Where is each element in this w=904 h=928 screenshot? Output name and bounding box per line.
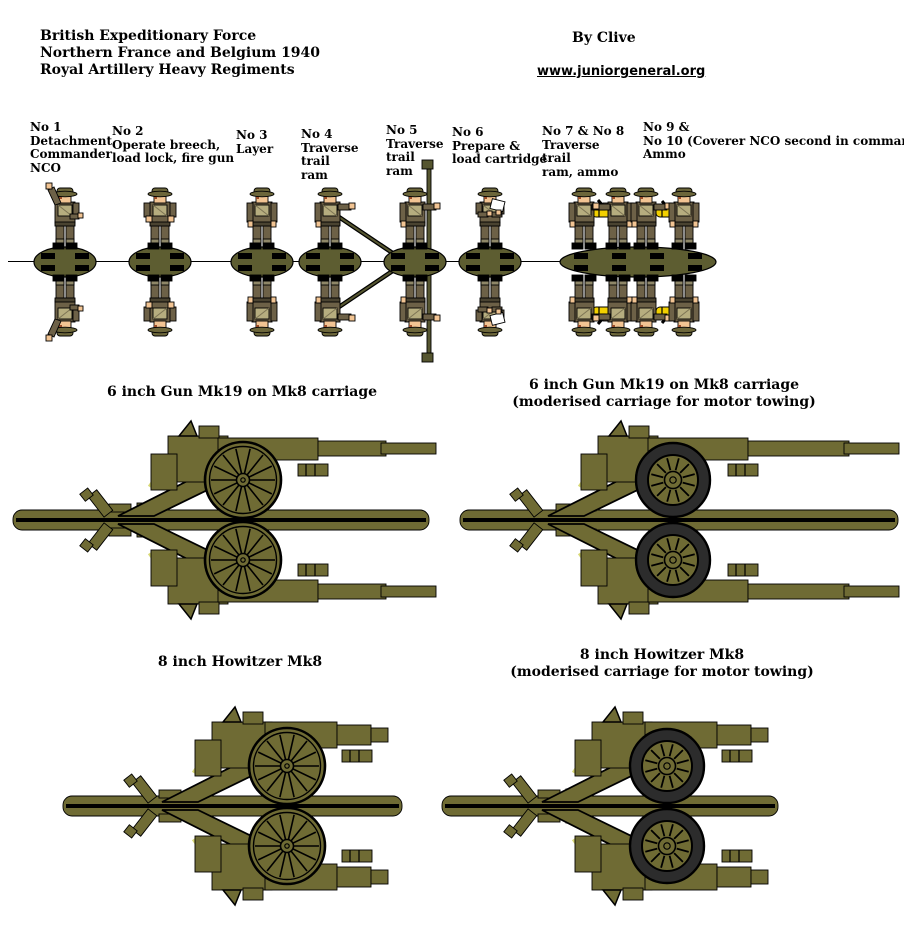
trail-bar	[441, 795, 779, 817]
rubber-tire-wheel	[628, 727, 706, 805]
trail-bar	[62, 795, 403, 817]
crew-label-line: No 4	[301, 127, 333, 141]
byline: By Clive	[572, 30, 636, 46]
soldier-figures	[475, 187, 506, 250]
crew-label-line: No 5	[386, 123, 418, 137]
crew-label-line: NCO	[30, 160, 61, 175]
gun-title-8inch-howitzer: 8 inch Howitzer Mk8	[158, 654, 322, 671]
trail-spade	[123, 773, 158, 804]
spoked-wheel	[247, 726, 327, 806]
crew-label-line: trail	[386, 150, 415, 164]
crew-label-line: No 6	[452, 125, 484, 139]
soldier-figures	[314, 187, 402, 260]
crew-label-line: No 1	[30, 120, 62, 134]
gun-6inch-mk19-mk8-carriage-motor-towing	[459, 419, 901, 621]
crew-label-line: No 10 (Coverer NCO second in command)	[643, 133, 904, 148]
crew-label-line: Traverse	[301, 140, 359, 155]
howitzer-8inch-mk8-motor-towing	[441, 705, 779, 907]
figure-base	[128, 246, 192, 278]
crew-label-line: Prepare &	[452, 138, 521, 153]
gun-title-line: 8 inch Howitzer Mk8	[157, 654, 323, 670]
gun-title-line: (moderised carriage for motor towing)	[512, 394, 816, 410]
crew-label-line: load lock, fire gun	[112, 151, 235, 165]
soldier-figures	[246, 187, 278, 250]
crew-label-line: Traverse	[386, 136, 444, 151]
gun-title-line: 6 inch Gun Mk19 on Mk8 carriage	[528, 377, 800, 393]
gun-title-line: 8 inch Howitzer Mk8	[579, 647, 745, 663]
soldier-no2-breech-operator	[128, 187, 192, 337]
crew-label-line: ram, ammo	[542, 164, 619, 179]
crew-label-line: Operate breech,	[112, 137, 221, 152]
crew-label-line: Traverse	[542, 137, 600, 152]
gun-title-6inch-mk19: 6 inch Gun Mk19 on Mk8 carriage	[107, 384, 377, 401]
trail-spade	[503, 773, 538, 804]
crew-label-line: Layer	[236, 141, 274, 156]
figure-base	[298, 246, 362, 278]
figure-base	[33, 246, 97, 278]
soldier-no3-layer	[230, 187, 294, 337]
trail-spade	[79, 487, 114, 518]
soldier-no4-trail-ram	[298, 187, 416, 367]
soldier-no6-cartridge-loader	[458, 187, 522, 337]
spoked-wheel	[203, 440, 283, 520]
gun-title-line: 6 inch Gun Mk19 on Mk8 carriage	[106, 384, 378, 400]
trail-spade	[509, 487, 544, 518]
figure-base	[559, 246, 717, 278]
crew-label-line: trail	[301, 154, 330, 168]
rubber-tire-wheel	[634, 441, 712, 519]
soldier-figures	[568, 187, 700, 250]
soldier-figures	[45, 182, 84, 250]
website-url: www.juniorgeneral.org	[537, 64, 706, 79]
soldier-no5-trail-ram	[383, 159, 447, 363]
crew-label-line: ram	[301, 167, 328, 182]
page-title-line: Royal Artillery Heavy Regiments	[40, 62, 295, 78]
trail-bar	[12, 509, 430, 531]
crew-label-line: load cartridge	[452, 152, 548, 166]
gun-6inch-mk19-mk8-carriage	[12, 419, 438, 621]
crew-label-line: ram	[386, 163, 413, 178]
figure-base	[458, 246, 522, 278]
soldier-figures	[399, 187, 441, 250]
crew-label-no-9-and-10: No 9 &No 10 (Coverer NCO second in comma…	[643, 120, 904, 162]
soldier-figures	[143, 187, 177, 250]
gun-title-8inch-howitzer-motorised: 8 inch Howitzer Mk8 (moderised carriage …	[510, 647, 814, 681]
page-title-line: British Expeditionary Force	[40, 28, 257, 44]
crew-label-line: No 3	[236, 128, 268, 142]
figure-base	[383, 246, 447, 278]
page-title-line: Northern France and Belgium 1940	[40, 45, 321, 61]
soldier-group-no7-to-no10-ammo	[559, 187, 717, 338]
crew-label-line: Commander	[30, 147, 112, 161]
gun-title-6inch-mk19-motorised: 6 inch Gun Mk19 on Mk8 carriage (moderis…	[512, 377, 816, 411]
howitzer-8inch-mk8	[62, 705, 403, 907]
soldier-no1-detachment-commander-nco	[33, 182, 97, 342]
figure-base	[230, 246, 294, 278]
crew-label-line: No 7 & No 8	[542, 124, 625, 138]
crew-label-line: trail	[542, 151, 571, 165]
crew-label-line: No 2	[112, 124, 144, 138]
crew-label-line: No 9 &	[643, 120, 690, 134]
gun-title-line: (moderised carriage for motor towing)	[510, 664, 814, 680]
crew-label-line: Ammo	[643, 147, 686, 161]
crew-label-line: Detachment	[30, 133, 112, 148]
page-title: British Expeditionary Force Northern Fra…	[40, 28, 320, 79]
